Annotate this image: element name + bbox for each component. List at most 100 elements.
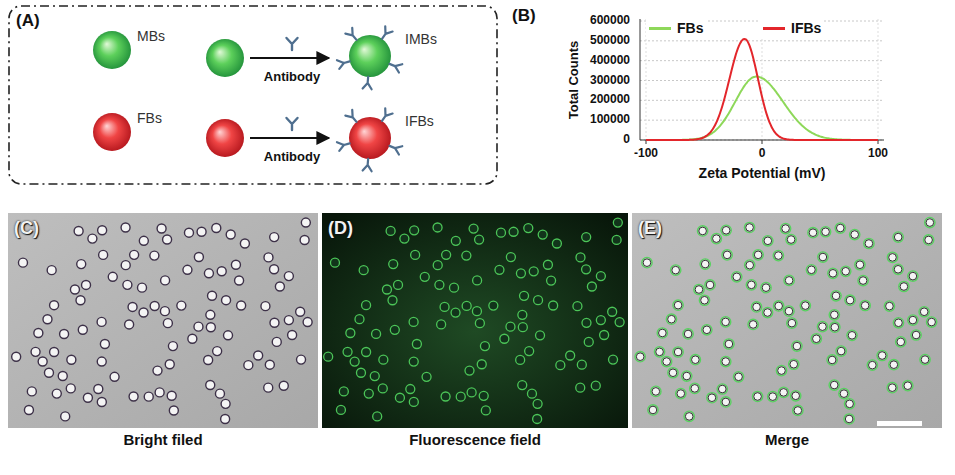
bead-core [782, 225, 790, 233]
legend-text: IFBs [791, 20, 821, 36]
bead-ring [829, 380, 839, 390]
bead-dot [224, 331, 233, 340]
reagent-label: Antibody [264, 150, 320, 165]
bead-dot [811, 334, 821, 344]
bead-dot [409, 397, 418, 406]
bead-dot [818, 252, 828, 262]
grid-line [646, 19, 647, 140]
bead-dot [753, 250, 763, 260]
bead-core [722, 398, 730, 406]
bead-core [684, 330, 692, 338]
bead-dot [495, 265, 504, 274]
bead-dot [364, 389, 373, 398]
bead-ring [791, 391, 801, 401]
bead-dot [506, 322, 515, 331]
bead-dot [806, 265, 816, 275]
bead-core [822, 228, 830, 236]
bead-ring [896, 337, 906, 347]
bead-core [753, 303, 761, 311]
bead-dot [615, 318, 624, 327]
bead-core [643, 259, 651, 267]
bead-dot [820, 227, 830, 237]
bead-core [725, 340, 733, 348]
bead-dot [744, 222, 754, 232]
bead-dot [479, 391, 488, 400]
bead-dot [477, 360, 486, 369]
y-axis [640, 19, 641, 140]
bead-dot [855, 260, 865, 270]
bead-core [878, 352, 886, 360]
bead-ring [635, 351, 645, 361]
bead-ring [699, 295, 709, 305]
bead-core [925, 236, 933, 244]
bead-ring [654, 347, 664, 357]
bead-dot [582, 318, 591, 327]
bead-dot [582, 265, 591, 274]
bead-dot [543, 260, 552, 269]
bead-dot [518, 323, 527, 332]
bead-dot [612, 235, 621, 244]
bead-ring [676, 388, 686, 398]
axis-title: Zeta Potential (mV) [699, 165, 826, 181]
bead-core [890, 361, 898, 369]
bead-dots [324, 218, 624, 423]
bead-core [897, 338, 905, 346]
merge-image [632, 213, 942, 428]
bead-dot [577, 360, 586, 369]
bead-ring [744, 222, 754, 232]
bead-ring [855, 260, 865, 270]
bead-dot [893, 264, 903, 274]
bead-ring [720, 317, 730, 327]
bead-dot [836, 346, 846, 356]
bead-dot [138, 283, 147, 292]
bead-label: MBs [137, 28, 165, 44]
bead-dot [212, 224, 221, 233]
reagent-label: Antibody [264, 70, 320, 85]
bead-dot [409, 317, 418, 326]
bright-field-image [8, 213, 318, 428]
bead-dot [524, 224, 533, 233]
bead-dot [442, 250, 451, 259]
bead-dot [370, 372, 379, 381]
bead-dot [469, 224, 478, 233]
bead-dot [654, 347, 664, 357]
bead-dot [451, 308, 460, 317]
bead-ring [893, 318, 903, 328]
bead-core [701, 296, 709, 304]
fluorescence-image [322, 213, 628, 428]
legend-text: FBs [677, 20, 703, 36]
bead-dot [566, 351, 575, 360]
bead-dot [74, 226, 83, 235]
bead-dot [903, 380, 913, 390]
bead-ring [746, 280, 756, 290]
bead-dot [121, 223, 130, 232]
bead-core [909, 316, 917, 324]
bead-dot [773, 250, 783, 260]
bead-dot [533, 399, 542, 408]
bead-dot [762, 307, 772, 317]
bead-dot [18, 258, 27, 267]
axis-tick-label: 100000 [590, 113, 630, 127]
bead-dot [330, 258, 339, 267]
bead-ring [763, 236, 773, 246]
bead-core [769, 393, 777, 401]
bead-core [699, 227, 707, 235]
bead-node: MBs [90, 28, 134, 72]
bead-core [900, 283, 908, 291]
bead-dot [887, 252, 897, 262]
bead-core [652, 388, 660, 396]
bead-dot [860, 300, 870, 310]
bead-dot [864, 238, 874, 248]
bead-dot [534, 296, 543, 305]
bead-dot [475, 235, 484, 244]
bead-dot [157, 224, 166, 233]
bead-dot [76, 296, 85, 305]
bead-core [889, 254, 897, 262]
bead-core [708, 394, 716, 402]
bead-ring [836, 346, 846, 356]
bead-core [674, 348, 682, 356]
bead-dot [844, 399, 854, 409]
bead-ring [786, 234, 796, 244]
bead-ring [697, 226, 707, 236]
bead-ring [911, 330, 921, 340]
